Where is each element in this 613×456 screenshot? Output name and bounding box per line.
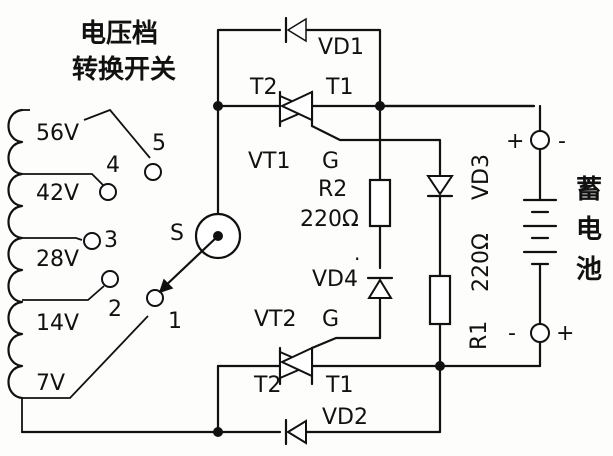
battery-label-3: 池 [576,255,602,285]
vt1-triangle-b [279,90,313,122]
r2-resistor [368,178,392,228]
vt1-label: VT1 [248,149,291,174]
tap-wire-2 [22,285,105,301]
vd1-label: VD1 [318,35,364,60]
vd2-triangle [286,419,307,445]
tap-position-5: 5 [152,131,166,156]
tap-voltage-5: 56V [36,121,79,146]
transformer-winding [7,108,24,400]
vt2-label: VT2 [254,307,297,332]
battery-terminal-top [530,130,550,150]
vt1-t2-label: T2 [249,75,277,100]
vd4-dot: · [354,247,360,271]
tap-terminal-5 [144,163,162,181]
tap-wire-4 [22,173,105,187]
vt2-gate-label: G [322,307,339,332]
vt1-gate-wire [310,124,442,178]
switch-arm-arrow [158,278,174,294]
r1-resistor [428,274,452,326]
battery-minus-top: - [558,129,566,154]
vt1-gate-label: G [322,149,339,174]
tap-voltage-2: 14V [36,311,79,336]
vd3-triangle [426,175,454,196]
title-line2: 转换开关 [72,55,176,85]
r2-label: R2 [318,177,347,202]
r1-label: R1 [467,321,492,350]
battery-plus-top: + [506,129,524,154]
tap-wire-5 [83,108,151,159]
tap-terminal-2 [101,270,119,288]
vd1-right-wire [304,28,382,108]
tap-voltage-4: 42V [36,181,79,206]
tap-position-2: 2 [108,297,122,322]
r1-value: 220Ω [469,233,494,292]
tap-terminal-1 [146,289,164,307]
tap-voltage-3: 28V [36,247,79,272]
tap-position-1: 1 [168,309,182,334]
vt2-triangle-b [279,346,313,378]
r2-value: 220Ω [300,207,359,232]
tap-terminal-4 [99,183,117,201]
vt2-gate-wire [310,336,382,350]
vd1-left-wire [216,28,282,108]
tap-position-4: 4 [106,153,120,178]
vd2-label: VD2 [322,405,368,430]
switch-arm [160,234,220,291]
tap-wire-1 [22,315,149,399]
vt2-t2-label: T2 [253,373,281,398]
battery-label-1: 蓄 [576,175,602,205]
tap-voltage-1: 7V [36,371,65,396]
tap-terminal-3 [83,232,101,250]
vd3-label: VD3 [469,154,494,200]
title-line1: 电压档 [80,19,158,49]
battery-label-2: 电 [576,215,602,245]
battery-terminal-bottom [530,323,550,343]
vd4-label: VD4 [312,267,358,292]
node-top-left [213,101,223,111]
vd4-triangle [367,278,393,299]
vt2-t1-label: T1 [325,373,353,398]
tap-wire-3 [22,237,83,241]
battery-minus-bottom: - [508,321,516,346]
battery-plus-bottom: + [556,321,574,346]
tap-position-3: 3 [104,228,118,253]
vd1-triangle [286,17,307,43]
switch-label: S [170,221,184,246]
vt1-t1-label: T1 [325,75,353,100]
